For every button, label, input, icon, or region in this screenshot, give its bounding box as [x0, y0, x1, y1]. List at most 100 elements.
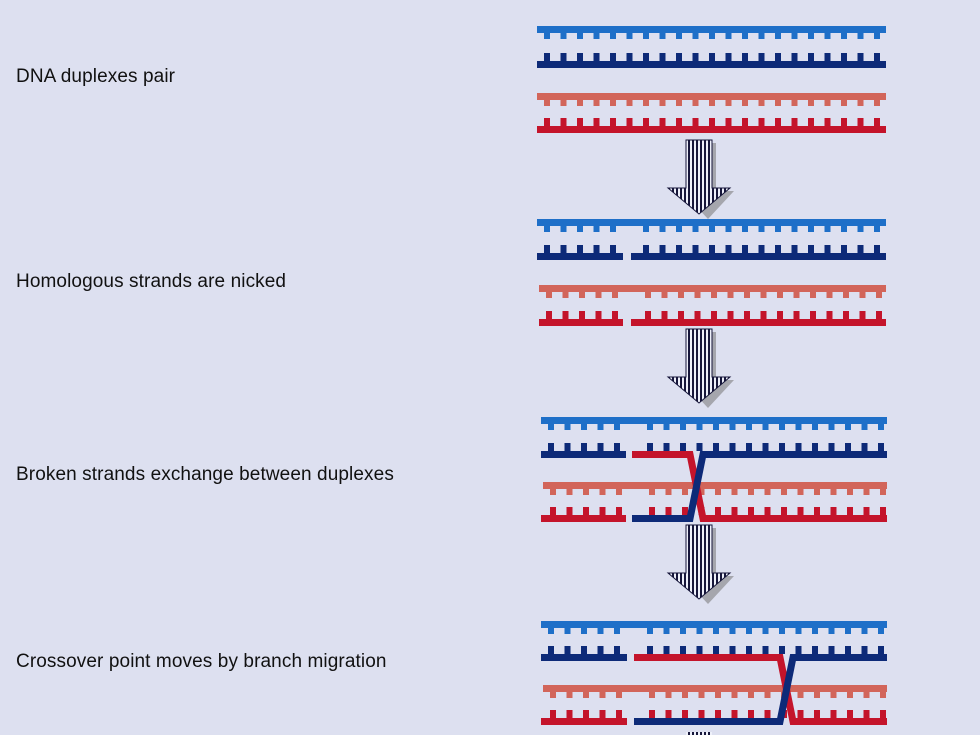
base-tick	[581, 443, 587, 451]
base-tick	[599, 710, 606, 718]
base-tick	[647, 423, 653, 430]
base-tick	[878, 443, 884, 451]
base-tick	[715, 507, 721, 515]
base-tick	[583, 488, 589, 495]
base-tick	[680, 646, 686, 654]
base-tick	[742, 225, 748, 232]
base-tick	[845, 627, 851, 634]
base-tick	[610, 245, 616, 253]
base-tick	[614, 627, 620, 634]
base-tick	[678, 311, 684, 319]
base-tick	[779, 423, 785, 430]
base-tick	[808, 32, 814, 39]
base-tick	[824, 225, 831, 232]
base-tick	[661, 311, 668, 319]
base-tick	[663, 423, 670, 430]
base-tick	[880, 710, 886, 718]
base-tick	[830, 691, 837, 698]
base-tick	[725, 99, 732, 106]
base-tick	[649, 691, 655, 698]
base-tick	[861, 423, 868, 430]
base-tick	[857, 53, 864, 61]
base-tick	[760, 291, 767, 298]
base-tick	[564, 423, 571, 430]
base-tick	[876, 291, 882, 298]
base-tick	[597, 423, 604, 430]
exchange-rungs	[548, 423, 886, 515]
base-tick	[725, 118, 732, 126]
blue-top-strand	[537, 219, 886, 226]
base-tick	[746, 627, 752, 634]
base-tick	[742, 32, 748, 39]
base-tick	[731, 507, 738, 515]
base-tick	[546, 311, 552, 319]
base-tick	[828, 627, 835, 634]
blue-duplex-rungs	[544, 32, 880, 61]
base-tick	[874, 225, 880, 232]
base-tick	[548, 443, 554, 451]
base-tick	[546, 291, 552, 298]
base-tick	[880, 488, 886, 495]
base-tick	[612, 311, 618, 319]
base-tick	[781, 488, 787, 495]
base-tick	[544, 32, 550, 39]
base-tick	[593, 245, 600, 253]
base-tick	[830, 507, 837, 515]
base-tick	[577, 225, 583, 232]
base-tick	[713, 443, 719, 451]
base-tick	[566, 488, 573, 495]
base-tick	[680, 423, 686, 430]
base-tick	[847, 710, 853, 718]
base-tick	[560, 118, 567, 126]
base-tick	[647, 646, 653, 654]
base-tick	[847, 507, 853, 515]
base-tick	[661, 291, 668, 298]
base-tick	[729, 627, 736, 634]
base-tick	[550, 488, 556, 495]
base-tick	[874, 99, 880, 106]
base-tick	[779, 443, 785, 451]
base-tick	[544, 245, 550, 253]
base-tick	[581, 627, 587, 634]
base-tick	[643, 53, 649, 61]
base-tick	[696, 443, 703, 451]
base-tick	[676, 225, 682, 232]
base-tick	[643, 225, 649, 232]
base-tick	[550, 710, 556, 718]
base-tick	[709, 32, 715, 39]
base-tick	[676, 118, 682, 126]
base-tick	[564, 646, 571, 654]
base-tick	[863, 507, 870, 515]
base-tick	[857, 32, 864, 39]
base-tick	[760, 311, 767, 319]
base-tick	[880, 507, 886, 515]
base-tick	[548, 627, 554, 634]
base-tick	[845, 443, 851, 451]
base-tick	[775, 32, 781, 39]
base-tick	[791, 99, 798, 106]
base-tick	[682, 710, 688, 718]
blue-duplex-rungs	[544, 225, 880, 253]
arrow-4-partial	[686, 732, 712, 735]
base-tick	[692, 225, 699, 232]
base-tick	[797, 691, 804, 698]
base-tick	[725, 225, 732, 232]
base-tick	[595, 311, 602, 319]
base-tick	[808, 245, 814, 253]
duplex-red	[537, 93, 886, 133]
base-tick	[682, 691, 688, 698]
base-tick	[593, 32, 600, 39]
base-tick	[676, 99, 682, 106]
duplex-blue-nicked	[537, 219, 886, 260]
red-duplex-rungs	[546, 291, 882, 319]
red-top-strand	[543, 482, 887, 489]
base-tick	[544, 53, 550, 61]
migration-rungs	[548, 627, 886, 718]
base-tick	[828, 423, 835, 430]
base-tick	[725, 32, 732, 39]
base-tick	[861, 646, 868, 654]
base-tick	[758, 118, 765, 126]
base-tick	[847, 691, 853, 698]
stage-migrate	[541, 621, 887, 725]
